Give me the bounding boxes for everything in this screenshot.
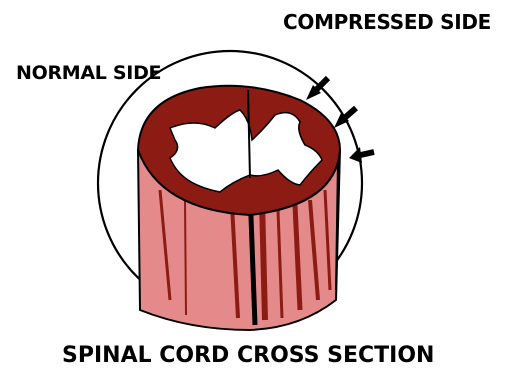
compressed-side-label: COMPRESSED SIDE xyxy=(283,10,491,34)
normal-side-label: NORMAL SIDE xyxy=(16,62,161,84)
caption: SPINAL CORD CROSS SECTION xyxy=(62,343,434,368)
compression-arrow-icon xyxy=(349,147,374,163)
compression-arrow-icon xyxy=(306,78,328,100)
compression-arrow-icon xyxy=(334,108,356,128)
